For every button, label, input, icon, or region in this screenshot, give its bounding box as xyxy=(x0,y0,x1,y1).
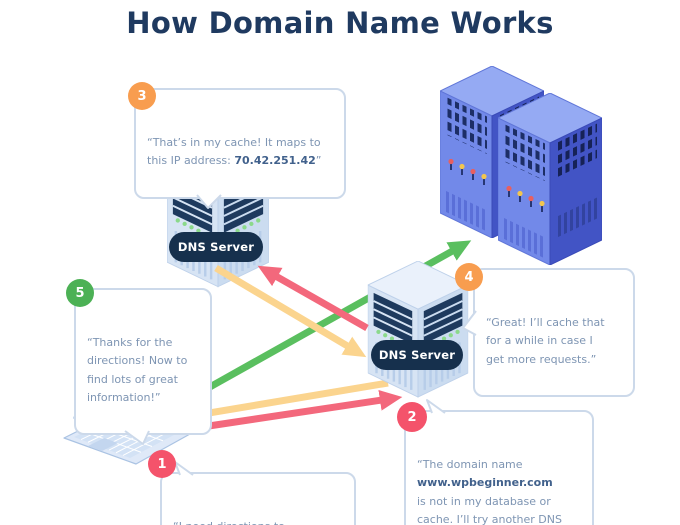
dns-server-1-label: DNS Server xyxy=(169,232,263,262)
bubble-3-text: “That’s in my cache! It maps to this IP … xyxy=(147,136,322,168)
bubble-1-text: “I need directions to http://www.wpbegin… xyxy=(173,518,343,525)
step-badge-5: 5 xyxy=(66,279,94,307)
bubble-tail xyxy=(462,310,477,336)
speech-bubble-2: “The domain name www.wpbeginner.com is n… xyxy=(404,399,594,525)
bubble-2-text: “The domain name www.wpbeginner.com is n… xyxy=(417,458,562,525)
speech-bubble-4: “Great! I’ll cache that for a while in c… xyxy=(462,268,635,397)
speech-bubble-5: “Thanks for the directions! Now to find … xyxy=(74,288,212,445)
page-title: How Domain Name Works xyxy=(126,6,554,40)
step-badge-2: 2 xyxy=(397,402,427,432)
arrow-step1-request xyxy=(181,389,403,434)
step-badge-4: 4 xyxy=(455,263,483,291)
bubble-tail xyxy=(426,399,446,414)
arrow-step4-ip-to-laptop xyxy=(184,379,389,424)
bubble-tail xyxy=(124,430,150,445)
dns-server-2-label: DNS Server xyxy=(371,340,463,370)
arrow-step2-query-dns1 xyxy=(257,265,369,332)
bubble-tail xyxy=(174,461,194,476)
bubble-5-text: “Thanks for the directions! Now to find … xyxy=(87,336,188,404)
arrow-step3-ip-to-dns2 xyxy=(214,264,367,358)
speech-bubble-1: “I need directions to http://www.wpbegin… xyxy=(160,461,356,525)
step-badge-3: 3 xyxy=(128,82,156,110)
bubble-tail xyxy=(196,193,222,209)
bubble-4-text: “Great! I’ll cache that for a while in c… xyxy=(486,316,605,366)
speech-bubble-3: “That’s in my cache! It maps to this IP … xyxy=(134,88,346,209)
step-badge-1: 1 xyxy=(148,450,176,478)
